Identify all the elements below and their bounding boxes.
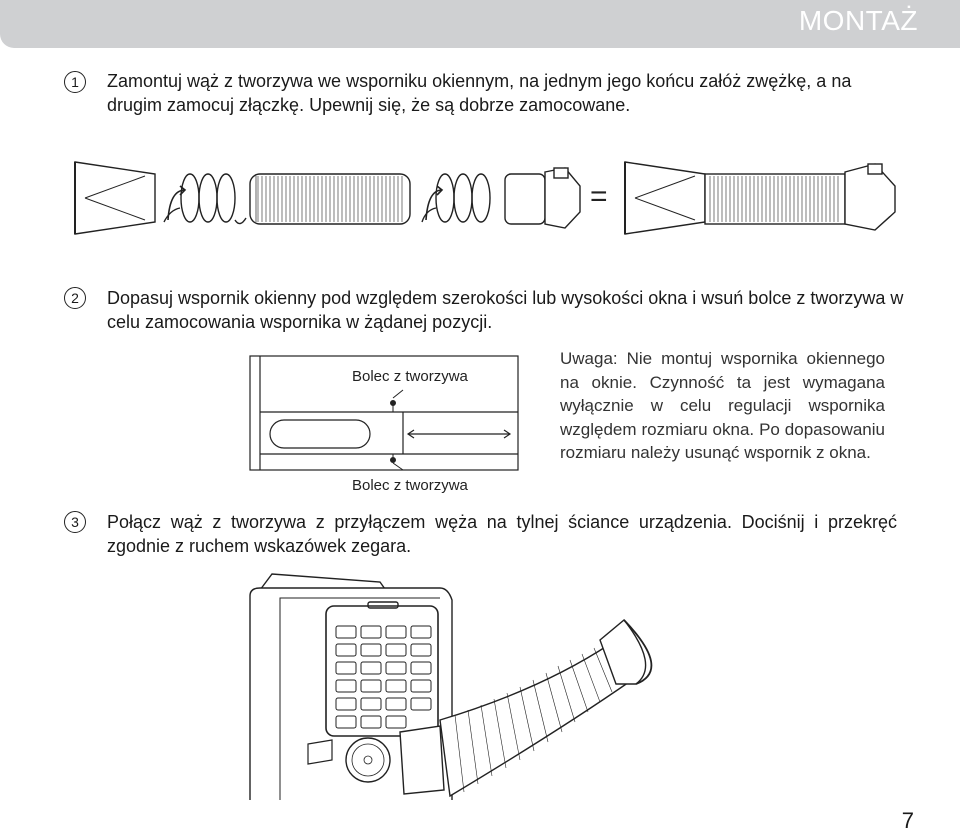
hose-connector [399, 725, 445, 795]
spring-left [163, 173, 247, 225]
label-pin-bottom: Bolec z tworzywa [352, 477, 468, 494]
fan-outlet [345, 737, 391, 783]
grille-frame [325, 605, 439, 737]
bracket-slot [269, 419, 371, 449]
exhaust-hose [439, 643, 633, 798]
step-1-text: Zamontuj wąż z tworzywa we wsporniku oki… [107, 71, 852, 115]
assembled-hose [624, 161, 896, 235]
equals-sign: = [590, 180, 608, 213]
reducer-nozzle-left [74, 161, 156, 235]
section-title: MONTAŻ [798, 5, 918, 36]
air-conditioner-hose-diagram [249, 573, 653, 800]
step-2-number: 2 [64, 287, 86, 309]
warning-note: Uwaga: Nie montuj wspornika okiennego na… [560, 349, 885, 462]
step-3-number: 3 [64, 511, 86, 533]
window-bracket-diagram [249, 355, 519, 471]
step-1-number: 1 [64, 71, 86, 93]
hose-assembly-diagram: = [74, 161, 896, 235]
spring-right [421, 173, 491, 223]
step-2-text: Dopasuj wspornik okienny pod względem sz… [107, 288, 904, 332]
label-pin-top: Bolec z tworzywa [352, 368, 468, 385]
step-3-text: Połącz wąż z tworzywa z przyłączem węża … [107, 512, 897, 556]
header-bar: MONTAŻ [0, 0, 960, 48]
hose-coupling-right [504, 167, 581, 229]
page-number: 7 [901, 808, 914, 833]
